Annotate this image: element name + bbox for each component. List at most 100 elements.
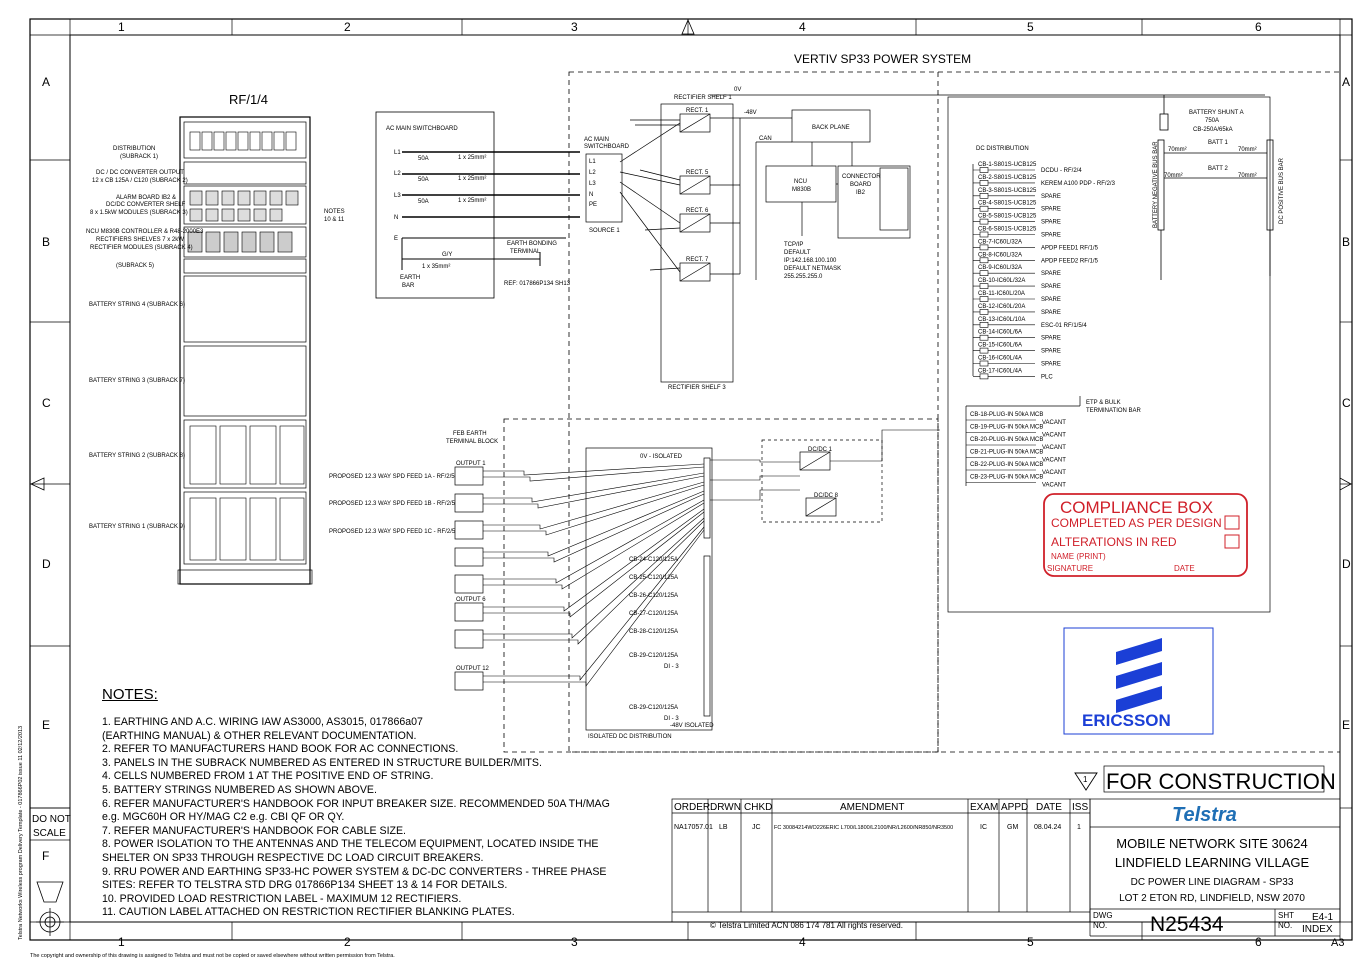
rack-title: RF/1/4 bbox=[229, 92, 268, 107]
rev-header: CHKD bbox=[744, 802, 772, 813]
plugin-load: VACANT bbox=[1042, 433, 1066, 439]
plugin-load: VACANT bbox=[1042, 458, 1066, 464]
can-label: CAN bbox=[759, 136, 772, 142]
dc-breaker-icon bbox=[979, 244, 989, 251]
ip-label: DEFAULT bbox=[784, 250, 811, 256]
subrack-8 bbox=[183, 419, 307, 489]
compliance-line1: COMPLETED AS PER DESIGN bbox=[1051, 516, 1222, 530]
dc-breaker-load: SPARE bbox=[1041, 310, 1061, 316]
iso-cb-label: CB-25-C120/125A bbox=[629, 575, 678, 581]
subrack-7 bbox=[183, 345, 307, 417]
note-item: 2. REFER TO MANUFACTURERS HAND BOOK FOR … bbox=[102, 743, 459, 756]
rack-label: DC / DC CONVERTER OUTPUT bbox=[96, 170, 184, 176]
ericsson-wordmark: ERICSSON bbox=[1082, 711, 1171, 730]
rack-label: RECTIFIERS SHELVES 7 x 2kW bbox=[96, 237, 184, 243]
ncu-label: NCU bbox=[794, 179, 807, 185]
plugin-breaker-id: CB-21-PLUG-IN 50kA MCB bbox=[970, 450, 1043, 456]
rev-header: DATE bbox=[1036, 802, 1062, 813]
sheet-size: A3 bbox=[1331, 937, 1344, 949]
breaker-label: 50A bbox=[418, 199, 429, 205]
col-label: 2 bbox=[344, 935, 351, 949]
iso-wire bbox=[830, 429, 940, 462]
earth-bar-label: EARTH bbox=[400, 275, 420, 281]
col-label: 4 bbox=[799, 935, 806, 949]
iso-cb-label: CB-29-C120/125A bbox=[629, 653, 678, 659]
dc-breaker-id: CB-12-IC60L/20A bbox=[978, 304, 1025, 310]
batt-cable-label: 70mm² bbox=[1168, 147, 1187, 153]
col-label: 2 bbox=[344, 20, 351, 34]
dc-breaker-load: DCDU - RF/2/4 bbox=[1041, 168, 1082, 174]
cable-label: 1 x 25mm² bbox=[458, 155, 486, 161]
rack-label: (SUBRACK 5) bbox=[116, 263, 154, 269]
rack-notes-ref: NOTES bbox=[324, 209, 345, 215]
ac-main-sb-title: AC MAIN bbox=[584, 137, 609, 143]
battery-shunt-label: BATTERY SHUNT A bbox=[1189, 110, 1244, 116]
neg48-label: -48V bbox=[744, 110, 757, 116]
dc-breaker-load: SPARE bbox=[1041, 233, 1061, 239]
plugin-load: VACANT bbox=[1042, 483, 1066, 489]
rev-row: NA17057.01 LB JC FC 30084214WO226ERIC L7… bbox=[674, 824, 1081, 831]
drawing-title: DC POWER LINE DIAGRAM - SP33 bbox=[1131, 877, 1294, 888]
telstra-logo: Telstra bbox=[1172, 804, 1237, 826]
rect-label: RECT. 7 bbox=[686, 257, 709, 263]
dc-breaker-load: SPARE bbox=[1041, 271, 1061, 277]
breaker-label: 50A bbox=[418, 177, 429, 183]
rectifier-shelf-label: RECTIFIER SHELF 1 bbox=[674, 95, 732, 101]
compliance-checkbox-1[interactable] bbox=[1224, 515, 1240, 530]
row-label: E bbox=[42, 718, 50, 732]
dc-breaker-load: SPARE bbox=[1041, 284, 1061, 290]
col-label: 4 bbox=[799, 20, 806, 34]
rack-notes-ref: 10 & 11 bbox=[324, 217, 345, 223]
ericsson-logo-icon bbox=[1116, 638, 1162, 713]
system-title: VERTIV SP33 POWER SYSTEM bbox=[794, 52, 971, 66]
cable-label: 1 x 25mm² bbox=[458, 176, 486, 182]
etp-label: TERMINATION BAR bbox=[1086, 408, 1142, 414]
compliance-checkbox-2[interactable] bbox=[1224, 534, 1240, 549]
feb-title: FEB EARTH bbox=[453, 431, 487, 437]
etp-label: ETP & BULK bbox=[1086, 400, 1121, 406]
neg-bus-bar-label: BATTERY NEGATIVE BUS BAR bbox=[1153, 141, 1159, 228]
ip-label: TCP/IP bbox=[784, 242, 803, 248]
iso-wire bbox=[483, 475, 705, 509]
dc-breaker-id: CB-2-S801S-UCB125 bbox=[978, 175, 1037, 181]
iso-wire bbox=[483, 499, 705, 584]
rack-label: BATTERY STRING 4 (SUBRACK 6) bbox=[89, 302, 185, 308]
dc-breaker-icon bbox=[979, 180, 989, 186]
col-label: 3 bbox=[571, 20, 578, 34]
rev-cell: IC bbox=[980, 824, 987, 831]
title-block bbox=[1089, 798, 1341, 923]
note-item: SITES: REFER TO TELSTRA STD DRG 017866P1… bbox=[102, 879, 508, 892]
iso-cb-label: CB-26-C120/125A bbox=[629, 593, 678, 599]
plugin-load: VACANT bbox=[1042, 470, 1066, 476]
compliance-name: NAME (PRINT) bbox=[1051, 552, 1106, 561]
source-label: SOURCE 1 bbox=[589, 228, 620, 234]
subrack-9 bbox=[183, 491, 307, 565]
rectifier-shelf-label: RECTIFIER SHELF 3 bbox=[668, 385, 726, 391]
rect-label: RECT. 1 bbox=[686, 108, 709, 114]
note-item: 11. CAUTION LABEL ATTACHED ON RESTRICTIO… bbox=[102, 906, 515, 919]
dc-breaker-load: PLC bbox=[1041, 374, 1053, 380]
neg48-iso-label: -48V ISOLATED bbox=[670, 723, 714, 729]
rev-header: AMENDMENT bbox=[840, 802, 904, 813]
note-item: (EARTHING MANUAL) & OTHER RELEVANT DOCUM… bbox=[102, 729, 417, 742]
subrack-2 bbox=[183, 161, 307, 185]
subrack-6 bbox=[183, 275, 307, 343]
ac-term: L2 bbox=[589, 170, 596, 176]
rev-cell: 1 bbox=[1077, 824, 1081, 831]
row-label: D bbox=[1342, 557, 1351, 571]
rect-label: RECT. 6 bbox=[686, 208, 709, 214]
dwg-label: NO. bbox=[1093, 921, 1107, 930]
output-label: OUTPUT 1 bbox=[456, 461, 486, 467]
dwg-label: DWG bbox=[1093, 911, 1113, 920]
ac-main-sb-title: SWITCHBOARD bbox=[584, 144, 630, 150]
iso-wire bbox=[483, 520, 705, 645]
dc-breaker-id: CB-14-IC60L/6A bbox=[978, 330, 1022, 336]
rack-label: ALARM BOARD IB2 & bbox=[116, 195, 176, 201]
ac-term: L3 bbox=[589, 181, 596, 187]
copyright-footer: The copyright and ownership of this draw… bbox=[30, 953, 395, 959]
pos-bus-bar-label: DC POSITIVE BUS BAR bbox=[1279, 157, 1285, 224]
ac-switchboard-box bbox=[375, 111, 495, 299]
col-label: 6 bbox=[1255, 935, 1262, 949]
iso-wire bbox=[710, 475, 800, 481]
sheet-number: E4-1 bbox=[1312, 912, 1334, 923]
